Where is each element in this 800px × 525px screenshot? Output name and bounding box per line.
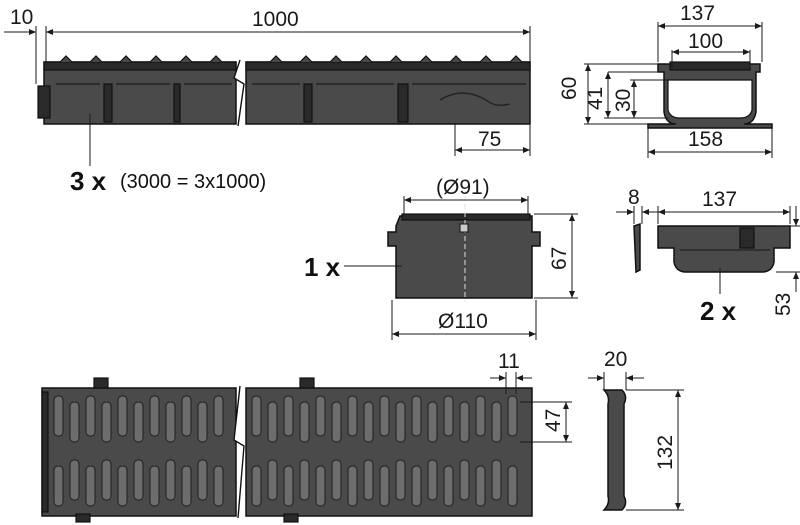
grate-slot [69,459,80,501]
grate-slot [299,459,310,501]
grate-slot [491,459,502,501]
grate-section-dimensions: 20 132 [588,348,684,511]
section-dim-height: 132 [654,435,677,470]
grate-slot [443,465,454,507]
grate-slot [251,465,262,507]
channel-side-view [37,55,531,127]
grate-slot [283,465,294,507]
grate-slot [411,465,422,507]
grate-slot [475,395,486,437]
cross-section-dimensions: 137 100 60 41 30 158 [558,2,773,158]
grate-slot [149,395,160,437]
grate-slot [165,401,176,443]
grate-slot [363,401,374,443]
grate-slot [459,401,470,443]
grate-slot [331,401,342,443]
outlet-dim-top: (Ø91) [436,176,490,199]
grate-slot [427,459,438,501]
grate-slot [507,395,518,437]
endcap-dim-width: 137 [702,188,737,211]
cs-dim-top: 137 [680,2,715,25]
grate-slot [133,401,144,443]
dim-end-label: 10 [10,6,33,29]
outlet-dim-height: 67 [548,247,571,270]
grate-slot [117,465,128,507]
grate-slot [475,465,486,507]
grate-slot [395,459,406,501]
cs-dim-inner: 100 [688,30,723,53]
grate-slot [213,465,224,507]
grate-slot [363,459,374,501]
outlet-quantity: 1 x [304,252,341,282]
grate-slot [507,465,518,507]
grate-slot [267,459,278,501]
grate-slot [347,465,358,507]
section-dim-width: 20 [604,348,627,371]
grate-slot [213,395,224,437]
grate-slot [149,465,160,507]
grate-slot [347,395,358,437]
outlet-dimensions: (Ø91) 67 Ø110 1 x [304,176,578,340]
grate-slot [69,401,80,443]
grate-slot [101,459,112,501]
channel-cross-section [647,61,773,129]
grate-slot [299,401,310,443]
endcap-dim-height: 53 [772,293,795,316]
grate-dim-pitch: 47 [542,409,565,432]
cs-dim-depth: 30 [612,89,635,112]
grate-slot [379,395,390,437]
outlet-part [387,196,541,302]
cs-dim-height: 60 [558,77,581,100]
grate-slot [395,401,406,443]
grate-slot [197,401,208,443]
grate-slot [443,395,454,437]
grate-slot [101,401,112,443]
grate-slot [267,401,278,443]
grate-slot [411,395,422,437]
grate-top-view [41,377,533,523]
grate-slot [133,459,144,501]
endcap-dim-thickness: 8 [628,186,640,209]
end-cap-quantity: 2 x [700,296,737,326]
grate-section-view [602,389,627,511]
end-cap-dimensions: 8 137 53 2 x [616,186,800,326]
grate-slot [117,395,128,437]
grate-slot [283,395,294,437]
channel-dimensions: 10 1000 75 3 x (3000 = 3x1000) [4,6,531,196]
grate-dimensions: 11 47 [490,350,572,443]
grate-slot [181,465,192,507]
grate-slot [379,465,390,507]
cs-dim-base: 158 [688,128,723,151]
grate-slot [165,459,176,501]
dim-length-label: 1000 [252,8,299,31]
grate-slot [181,395,192,437]
grate-slot [331,459,342,501]
grate-slot [85,465,96,507]
grate-slots [53,395,518,507]
channel-quantity: 3 x [70,166,107,196]
grate-slot [459,459,470,501]
grate-slot [315,465,326,507]
grate-slot [315,395,326,437]
grate-slot [491,401,502,443]
grate-slot [53,395,64,437]
grate-slot [53,465,64,507]
outlet-dim-bottom: Ø110 [438,310,488,333]
channel-note: (3000 = 3x1000) [120,171,266,193]
dim-outlet-label: 75 [478,128,501,151]
cs-dim-mid: 41 [584,87,607,110]
grate-slot [197,459,208,501]
grate-slot [251,395,262,437]
grate-dim-slot: 11 [498,350,520,373]
grate-slot [427,401,438,443]
end-cap-part [633,222,791,274]
grate-slot [85,395,96,437]
